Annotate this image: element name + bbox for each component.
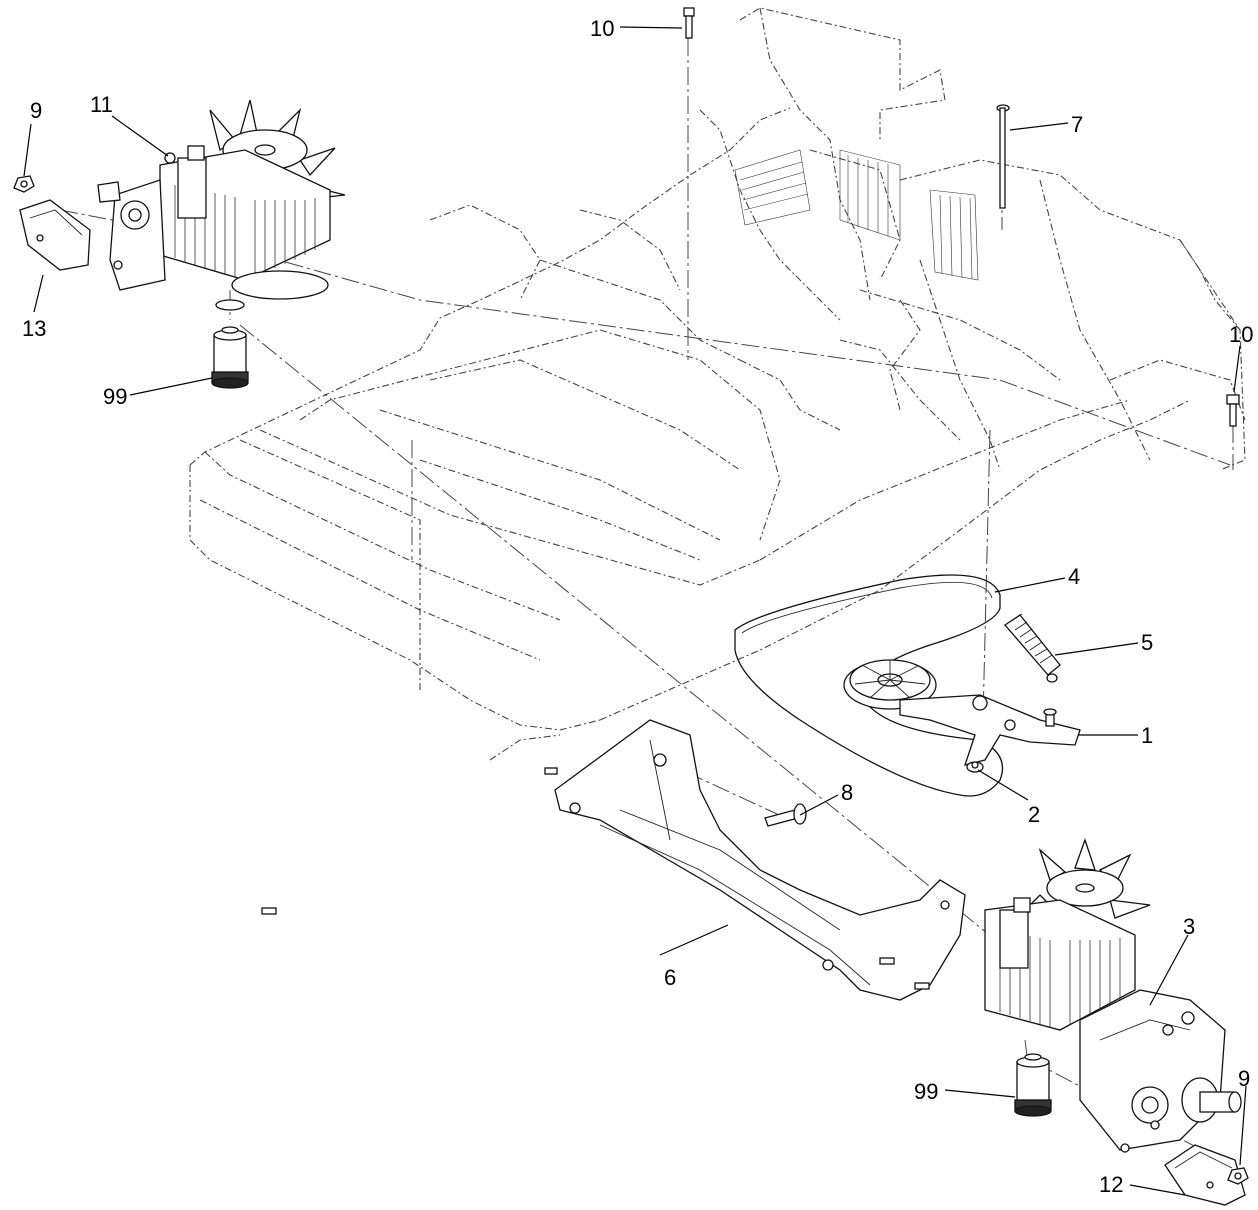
callout-10-top: 10 xyxy=(590,16,614,41)
bolt-top xyxy=(683,7,695,39)
nut-bottom-right xyxy=(1227,1167,1249,1185)
callout-9-top: 9 xyxy=(30,98,42,123)
mower-frame xyxy=(59,7,1246,1171)
callout-leaders xyxy=(23,26,1247,1196)
idler-bolt xyxy=(966,761,984,773)
callout-5: 5 xyxy=(1141,630,1153,655)
callout-4: 4 xyxy=(1068,564,1080,589)
pin-long xyxy=(996,104,1010,209)
idler-pulley xyxy=(843,659,937,710)
filter-top xyxy=(211,326,249,389)
callout-13: 13 xyxy=(22,316,46,341)
callout-99-top: 99 xyxy=(103,384,127,409)
spring xyxy=(1004,613,1061,683)
bracket-left xyxy=(19,199,91,271)
nut-top-left xyxy=(13,175,35,193)
callout-99-bottom: 99 xyxy=(914,1079,938,1104)
callout-labels: 1 2 3 4 5 6 7 8 9 9 10 10 11 12 13 99 99 xyxy=(22,16,1253,1197)
callout-10-right: 10 xyxy=(1229,322,1253,347)
rear-axle-channel xyxy=(261,719,966,1001)
filter-bottom xyxy=(1014,1053,1052,1117)
callout-12: 12 xyxy=(1099,1172,1123,1197)
callout-11: 11 xyxy=(90,92,113,117)
drive-belt xyxy=(734,574,1004,797)
callout-3: 3 xyxy=(1183,914,1195,939)
frame-screens xyxy=(734,149,979,281)
idler-arm xyxy=(899,694,1081,766)
axle-pin xyxy=(764,803,807,827)
callout-9-bottom: 9 xyxy=(1238,1066,1250,1091)
left-transaxle xyxy=(97,99,346,311)
callout-8: 8 xyxy=(841,780,853,805)
right-transaxle xyxy=(984,838,1242,1153)
callout-7: 7 xyxy=(1071,112,1083,137)
callout-2: 2 xyxy=(1028,802,1040,827)
bolt-right xyxy=(1226,394,1240,427)
callout-6: 6 xyxy=(664,965,676,990)
callout-1: 1 xyxy=(1141,723,1153,748)
